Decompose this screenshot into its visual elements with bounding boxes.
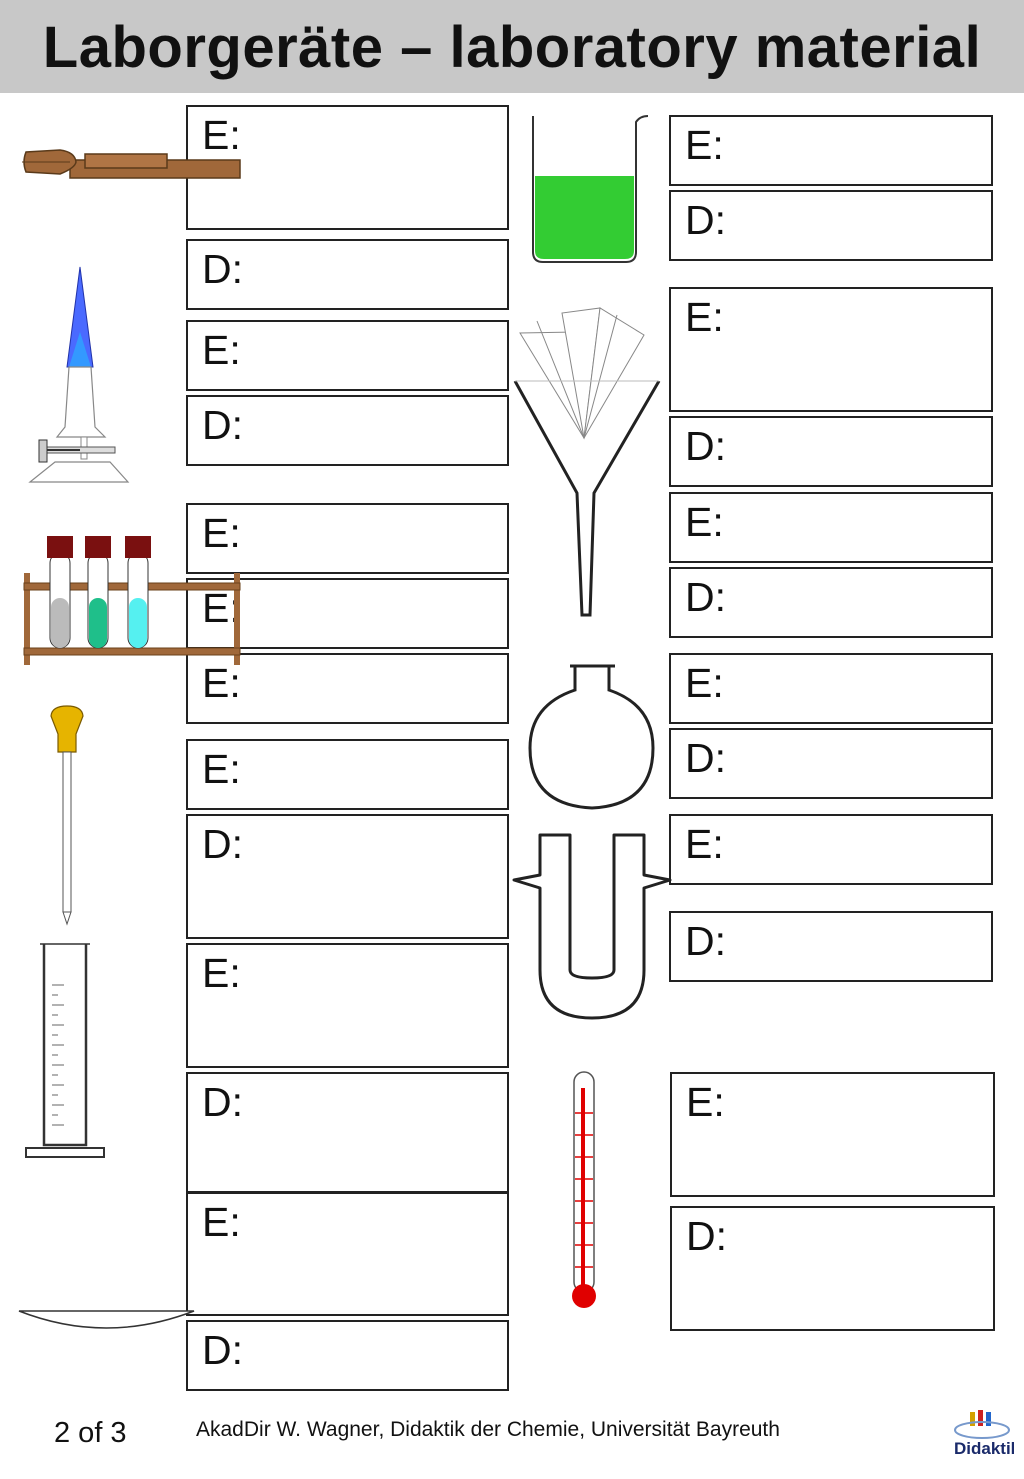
box-label: D: (202, 821, 243, 867)
box-label: E: (202, 510, 241, 556)
answer-box[interactable]: E: (669, 814, 993, 885)
page-title: Laborgeräte – laboratory material (42, 15, 982, 80)
box-label: D: (686, 1213, 727, 1259)
answer-box[interactable]: E: (669, 287, 993, 412)
round-bottom-flask-illustration (528, 664, 655, 810)
box-label: D: (685, 918, 726, 964)
box-label: E: (685, 821, 724, 867)
answer-box[interactable]: D: (669, 416, 993, 487)
answer-box[interactable]: D: (669, 190, 993, 261)
box-label: E: (202, 746, 241, 792)
box-label: D: (202, 1327, 243, 1373)
bunsen-burner-illustration (28, 266, 130, 483)
box-label: D: (202, 246, 243, 292)
answer-box[interactable]: D: (670, 1206, 995, 1331)
box-label: E: (685, 660, 724, 706)
didaktik-logo: Didaktik (954, 1410, 1014, 1458)
box-label: E: (202, 112, 241, 158)
box-label: D: (685, 197, 726, 243)
watch-glass-illustration (18, 1310, 195, 1329)
thermometer-illustration (572, 1071, 596, 1308)
title-bar: Laborgeräte – laboratory material (0, 0, 1024, 93)
box-label: D: (202, 1079, 243, 1125)
answer-box[interactable]: E: (186, 943, 509, 1068)
answer-box[interactable]: D: (186, 1320, 509, 1391)
answer-box[interactable]: D: (186, 395, 509, 466)
box-label: E: (202, 660, 241, 706)
box-label: D: (685, 423, 726, 469)
answer-box[interactable]: D: (186, 814, 509, 939)
answer-box[interactable]: D: (186, 239, 509, 310)
answer-box[interactable]: E: (669, 115, 993, 186)
box-label: D: (685, 735, 726, 781)
answer-box[interactable]: E: (186, 653, 509, 724)
box-label: E: (202, 327, 241, 373)
footer-credit: AkadDir W. Wagner, Didaktik der Chemie, … (196, 1418, 780, 1441)
page-number: 2 of 3 (54, 1417, 127, 1449)
box-label: D: (685, 574, 726, 620)
answer-box[interactable]: E: (186, 503, 509, 574)
answer-box[interactable]: D: (669, 728, 993, 799)
answer-box[interactable]: E: (186, 320, 509, 391)
answer-box[interactable]: D: (669, 567, 993, 638)
funnel-with-filter-paper-illustration (513, 307, 661, 617)
answer-box[interactable]: E: (669, 492, 993, 563)
measuring-cylinder-illustration (25, 943, 105, 1158)
box-label: E: (685, 122, 724, 168)
box-label: E: (202, 950, 241, 996)
answer-box[interactable]: E: (186, 739, 509, 810)
box-label: E: (202, 1199, 241, 1245)
beaker-illustration (532, 115, 649, 263)
test-tube-rack-illustration (23, 536, 241, 665)
answer-box[interactable]: D: (669, 911, 993, 982)
answer-box[interactable]: E: (670, 1072, 995, 1197)
u-tube-illustration (512, 833, 672, 1020)
box-label: D: (202, 402, 243, 448)
box-label: E: (685, 499, 724, 545)
test-tube-clamp-illustration (22, 149, 241, 179)
box-label: E: (685, 294, 724, 340)
answer-box[interactable]: E: (669, 653, 993, 724)
svg-text:Didaktik: Didaktik (954, 1439, 1014, 1458)
box-label: E: (686, 1079, 725, 1125)
answer-box[interactable]: E: (186, 1192, 509, 1316)
answer-box[interactable]: D: (186, 1072, 509, 1193)
pipette-illustration (50, 705, 84, 926)
